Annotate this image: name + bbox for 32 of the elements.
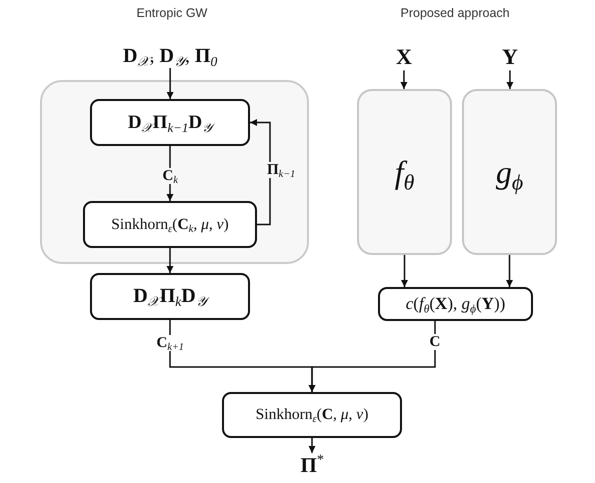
input-label: X xyxy=(396,44,412,70)
column-heading: Proposed approach xyxy=(400,6,510,21)
input-label: D$_{𝒳}$, D$_{𝒴}$, Π$_{0}$ xyxy=(123,44,218,68)
process-box xyxy=(222,392,402,438)
process-box xyxy=(83,201,257,248)
math-label: c(f$_{θ}$(X), g$_{ϕ}$(Y)) xyxy=(406,294,506,314)
arrow xyxy=(166,248,174,273)
process-box xyxy=(90,99,250,146)
arrow xyxy=(166,68,174,99)
loop-panel xyxy=(40,80,309,264)
process-box xyxy=(90,273,250,320)
math-label: Sinkhorn$_{ε}$(C, μ, ν) xyxy=(256,406,368,424)
arrow xyxy=(166,146,174,201)
column-heading: Entropic GW xyxy=(136,6,208,21)
arrow xyxy=(400,70,408,89)
network-box xyxy=(357,89,452,255)
input-label: Y xyxy=(502,44,518,70)
edge-label: C xyxy=(428,334,442,350)
arrow xyxy=(308,438,316,453)
arrow xyxy=(506,255,513,287)
arrow xyxy=(308,321,436,392)
process-box xyxy=(378,287,533,321)
feedback-arrow xyxy=(250,119,271,226)
edge-label: Π$_{k−1}$ xyxy=(265,162,298,178)
math-label: f$_{θ}$ xyxy=(394,154,414,190)
arrow xyxy=(401,255,408,287)
arrow xyxy=(506,70,514,89)
math-label: Sinkhorn$_{ε}$(C$_{k}$, μ, ν) xyxy=(111,216,229,234)
output-label: Π$^{*}$ xyxy=(300,453,324,478)
edge-label: C$_{k+1}$ xyxy=(154,334,186,351)
network-box xyxy=(462,89,557,255)
math-label: D$_{𝒳}$Π$_{k}$D$_{𝒴}$ xyxy=(133,285,207,308)
